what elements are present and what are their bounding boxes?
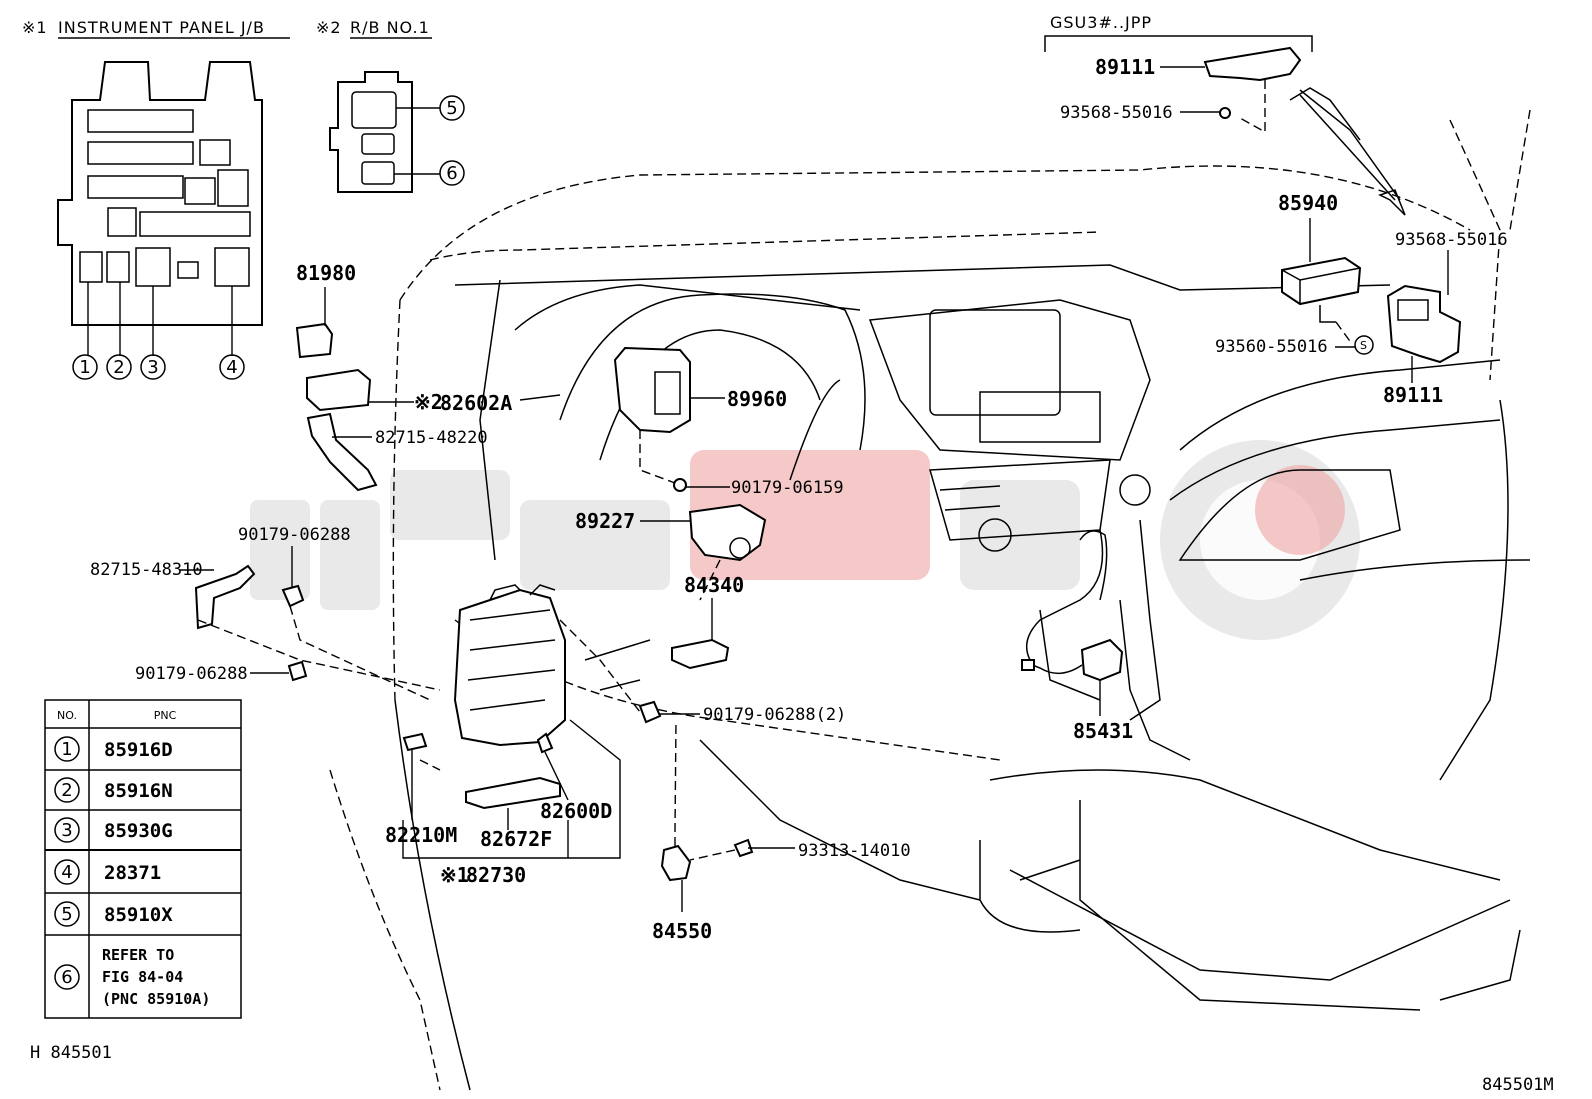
label-89960: 89960 <box>727 387 787 411</box>
part-89111-right: 89111 <box>1383 284 1462 407</box>
label-89227: 89227 <box>575 509 635 533</box>
footer-code-right: 845501M <box>1482 1075 1554 1095</box>
rb-no1-title: R/B NO.1 <box>350 18 430 37</box>
table-row-2-pnc: 85916N <box>104 780 173 802</box>
part-junction-block-82730 <box>453 584 641 747</box>
label-85940: 85940 <box>1278 191 1338 215</box>
jb-circle-1: 1 <box>79 357 90 378</box>
label-85431: 85431 <box>1073 719 1133 743</box>
header-instrument-panel-jb: ※1 INSTRUMENT PANEL J/B <box>22 18 290 39</box>
instrument-panel-jb-drawing <box>57 61 263 356</box>
part-93313-14010: 93313-14010 <box>689 838 911 861</box>
rb-circle-6: 6 <box>446 163 457 184</box>
table-row-6-ref-line-3: (PNC 85910A) <box>102 990 210 1008</box>
table-row-5-pnc: 85910X <box>104 904 173 926</box>
label-84550: 84550 <box>652 919 712 943</box>
label-82210M: 82210M <box>385 823 457 847</box>
dashboard-outline <box>329 87 1531 1091</box>
table-row-1-pnc: 85916D <box>104 739 173 761</box>
table-row-1-no: 1 <box>61 739 72 760</box>
pnc-table: NO. PNC 1 85916D 2 85916N 3 85930G 4 283… <box>44 699 242 1019</box>
mark-82602A: ※2 <box>414 390 443 414</box>
part-89960: 89960 <box>613 346 787 484</box>
label-89111-top: 89111 <box>1095 55 1155 79</box>
assembly-bracket-82730: ※1 82730 <box>402 719 621 887</box>
label-82730: 82730 <box>466 863 526 887</box>
table-row-6-ref-line-1: REFER TO <box>102 946 174 964</box>
label-82602A: 82602A <box>440 391 512 415</box>
rb-circle-5: 5 <box>446 98 457 119</box>
part-90179-06288-a: 90179-06288 <box>238 525 351 608</box>
label-84340: 84340 <box>684 573 744 597</box>
label-93568-top: 93568-55016 <box>1060 103 1173 123</box>
mark-2-label: ※2 <box>316 18 342 37</box>
label-82715-48220: 82715-48220 <box>375 428 488 448</box>
label-89111-right: 89111 <box>1383 383 1443 407</box>
label-93560: 93560-55016 <box>1215 337 1328 357</box>
table-row-5-no: 5 <box>61 904 72 925</box>
mark-1-label: ※1 <box>22 18 48 37</box>
part-93560: S 93560-55016 <box>1215 335 1374 357</box>
label-82715-48310: 82715-48310 <box>90 560 203 580</box>
table-row-6-no: 6 <box>61 967 72 988</box>
table-row-3-pnc: 85930G <box>104 820 173 842</box>
table-row-3-no: 3 <box>61 820 72 841</box>
s-symbol: S <box>1360 339 1367 352</box>
label-90179-06288-b: 90179-06288 <box>135 664 248 684</box>
table-row-6-ref-line-2: FIG 84-04 <box>102 968 183 986</box>
part-82600D: 82600D <box>536 732 612 823</box>
label-82672F: 82672F <box>480 827 552 851</box>
part-84550: 84550 <box>652 719 712 943</box>
part-82602A: ※2 82602A <box>306 368 512 415</box>
label-82600D: 82600D <box>540 799 612 823</box>
header-rb-no1: ※2 R/B NO.1 <box>316 18 432 39</box>
jb-circle-4: 4 <box>226 357 237 378</box>
label-81980: 81980 <box>296 261 356 285</box>
mark-82730: ※1 <box>440 863 469 887</box>
part-82715-48310: 82715-48310 <box>90 560 441 701</box>
label-93313-14010: 93313-14010 <box>798 841 911 861</box>
table-header-pnc: PNC <box>154 709 177 722</box>
part-90179-06288-b: 90179-06288 <box>135 660 308 684</box>
table-row-4-pnc: 28371 <box>104 862 161 884</box>
part-89111-top: 89111 <box>1095 46 1302 134</box>
label-90179-06288-a: 90179-06288 <box>238 525 351 545</box>
table-row-4-no: 4 <box>61 862 72 883</box>
part-81980: 81980 <box>295 261 356 359</box>
footer-code-left: H 845501 <box>30 1043 112 1063</box>
table-header-no: NO. <box>57 709 77 722</box>
part-85431: 85431 <box>1021 638 1133 743</box>
part-82672F: 82672F <box>465 776 561 851</box>
part-90179-06159: 90179-06159 <box>673 478 844 498</box>
part-82210M: 82210M <box>385 732 457 847</box>
part-89227: 89227 <box>575 503 767 601</box>
part-85940: 85940 <box>1278 191 1362 345</box>
label-93568-right: 93568-55016 <box>1395 230 1508 250</box>
variant-label: GSU3#..JPP <box>1050 13 1152 32</box>
rb-no1-drawing: 5 6 <box>329 71 465 193</box>
instrument-panel-jb-title: INSTRUMENT PANEL J/B <box>58 18 265 37</box>
part-84340: 84340 <box>671 573 744 670</box>
table-row-2-no: 2 <box>61 780 72 801</box>
part-93568-top: 93568-55016 <box>1060 103 1231 123</box>
jb-circle-2: 2 <box>113 357 124 378</box>
label-90179-06288-c: 90179-06288(2) <box>703 705 846 725</box>
label-90179-06159: 90179-06159 <box>731 478 844 498</box>
part-82715-48220: 82715-48220 <box>306 412 488 492</box>
jb-circle-3: 3 <box>147 357 158 378</box>
watermark-logo <box>250 440 1360 640</box>
variant-bracket: GSU3#..JPP <box>1044 13 1313 52</box>
jb-circle-callouts: 1 2 3 4 <box>72 354 245 380</box>
part-90179-06288-c: 90179-06288(2) <box>638 700 846 725</box>
